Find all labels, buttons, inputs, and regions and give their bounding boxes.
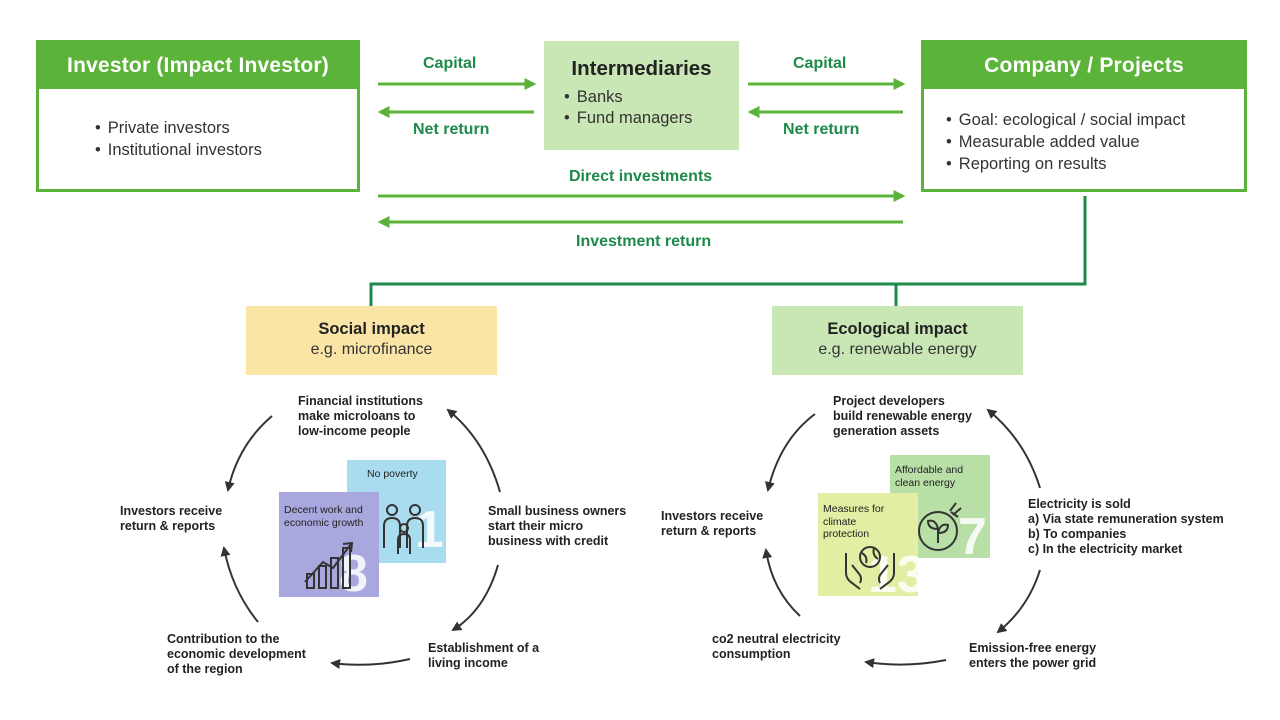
- impact-connector: [369, 196, 1087, 306]
- sdg-climate-tile: Measures for climate protection 13: [818, 493, 918, 596]
- company-item: Measurable added value: [946, 131, 1244, 153]
- intermediaries-box: Intermediaries Banks Fund managers: [544, 41, 739, 150]
- sdg-label: No poverty: [367, 468, 418, 480]
- capital-label-left: Capital: [423, 55, 477, 72]
- net-return-label-left: Net return: [413, 121, 490, 138]
- family-icon: [383, 504, 424, 554]
- investment-return-label: Investment return: [576, 233, 712, 250]
- sdg-number: 7: [958, 508, 987, 558]
- investor-box: Investor (Impact Investor) Private inves…: [36, 40, 360, 192]
- social-impact-box: Social impact e.g. microfinance: [246, 306, 497, 375]
- company-title: Company / Projects: [924, 43, 1244, 89]
- eco-step-build: Project developers build renewable energ…: [833, 394, 972, 438]
- ecological-impact-title: Ecological impact: [827, 320, 968, 338]
- ecological-impact-box: Ecological impact e.g. renewable energy: [772, 306, 1023, 375]
- energy-leaf-icon: [918, 502, 962, 551]
- ecological-impact-subtitle: e.g. renewable energy: [818, 341, 977, 358]
- sdg-label: Affordable and clean energy: [895, 464, 964, 489]
- investor-list: Private investors Institutional investor…: [39, 89, 357, 161]
- investor-item: Private investors: [95, 117, 357, 139]
- direct-investments-label: Direct investments: [569, 168, 713, 185]
- eco-step-return: Investors receive return & reports: [661, 509, 764, 538]
- eco-step-consumption: co2 neutral electricity consumption: [712, 632, 841, 661]
- growth-chart-icon: [304, 541, 354, 589]
- social-step-development: Contribution to the economic development…: [167, 632, 306, 676]
- sdg-decent-work-tile: Decent work and economic growth 8: [279, 492, 379, 597]
- eco-step-sold: Electricity is sold a) Via state remuner…: [1028, 497, 1224, 556]
- social-step-return: Investors receive return & reports: [120, 504, 223, 533]
- net-return-label-right: Net return: [783, 121, 860, 138]
- social-step-microloans: Financial institutions make microloans t…: [298, 394, 424, 438]
- sdg-label: Decent work and economic growth: [284, 504, 364, 529]
- capital-label-right: Capital: [793, 55, 847, 72]
- intermediaries-list: Banks Fund managers: [544, 81, 739, 129]
- eco-step-grid: Emission-free energy enters the power gr…: [969, 641, 1097, 670]
- intermediaries-title: Intermediaries: [571, 57, 712, 80]
- hands-globe-icon: [845, 546, 895, 590]
- intermediaries-item: Fund managers: [564, 108, 739, 129]
- company-list: Goal: ecological / social impact Measura…: [924, 89, 1244, 175]
- investor-item: Institutional investors: [95, 139, 357, 161]
- sdg-label: Measures for climate protection: [823, 503, 885, 540]
- social-impact-subtitle: e.g. microfinance: [310, 341, 433, 358]
- intermediaries-item: Banks: [564, 87, 739, 108]
- social-step-income: Establishment of a living income: [428, 641, 540, 670]
- company-box: Company / Projects Goal: ecological / so…: [921, 40, 1247, 192]
- company-item: Reporting on results: [946, 153, 1244, 175]
- social-impact-title: Social impact: [318, 320, 425, 338]
- company-item: Goal: ecological / social impact: [946, 109, 1244, 131]
- investor-title: Investor (Impact Investor): [39, 43, 357, 89]
- social-step-business: Small business owners start their micro …: [488, 504, 627, 548]
